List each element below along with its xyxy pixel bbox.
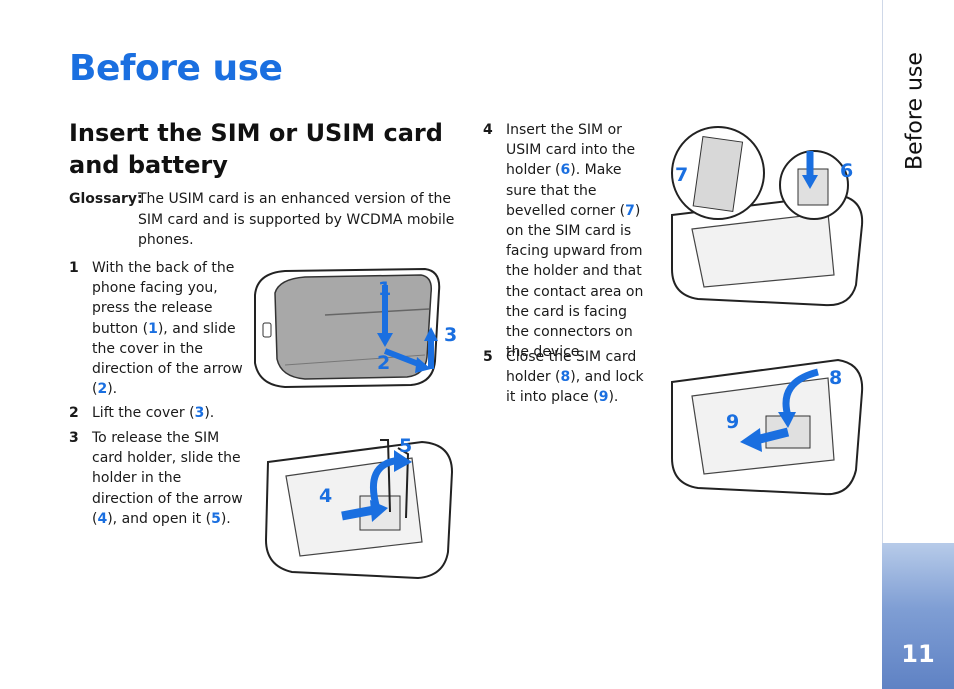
- step-2: 2 Lift the cover (3).: [69, 403, 244, 423]
- step-text: Lift the cover (3).: [92, 405, 215, 421]
- step-number: 2: [69, 405, 79, 421]
- callout-9: 9: [726, 411, 739, 433]
- step-4: 4 Insert the SIM or USIM card into the h…: [483, 120, 653, 362]
- step-1: 1 With the back of the phone facing you,…: [69, 258, 244, 399]
- glossary-text: The USIM card is an enhanced version of …: [138, 191, 455, 248]
- glossary-label: Glossary:: [69, 191, 143, 207]
- callout-7: 7: [675, 164, 688, 186]
- step-3: 3 To release the SIM card holder, slide …: [69, 428, 244, 529]
- page-title: Before use: [69, 48, 283, 89]
- page-number: 11: [901, 640, 935, 668]
- phone-back-cover-figure: 1 2 3: [254, 267, 457, 389]
- step-text: To release the SIM card holder, slide th…: [92, 430, 243, 527]
- step-5: 5 Close the SIM card holder (8), and loc…: [483, 347, 653, 408]
- section-title: Insert the SIM or USIM card and battery: [69, 119, 443, 179]
- step-number: 5: [483, 349, 493, 365]
- step-number: 4: [483, 122, 493, 138]
- step-text: Insert the SIM or USIM card into the hol…: [506, 122, 644, 361]
- sim-insert-figure: 7 6: [671, 126, 864, 307]
- callout-1: 1: [378, 278, 391, 300]
- callout-6: 6: [840, 160, 853, 182]
- step-text: With the back of the phone facing you, p…: [92, 260, 243, 398]
- side-label: Before use: [902, 52, 928, 170]
- callout-8: 8: [829, 367, 842, 389]
- page-number-tab: [882, 543, 954, 689]
- callout-5: 5: [399, 435, 412, 457]
- step-text: Close the SIM card holder (8), and lock …: [506, 349, 644, 406]
- callout-2: 2: [377, 352, 390, 374]
- sim-holder-release-figure: 5 4: [264, 435, 454, 580]
- sim-close-lock-figure: 8 9: [671, 358, 864, 496]
- step-number: 3: [69, 430, 79, 446]
- glossary: Glossary: The USIM card is an enhanced v…: [69, 189, 464, 251]
- callout-4: 4: [319, 485, 332, 507]
- step-number: 1: [69, 260, 79, 276]
- callout-3: 3: [444, 324, 457, 346]
